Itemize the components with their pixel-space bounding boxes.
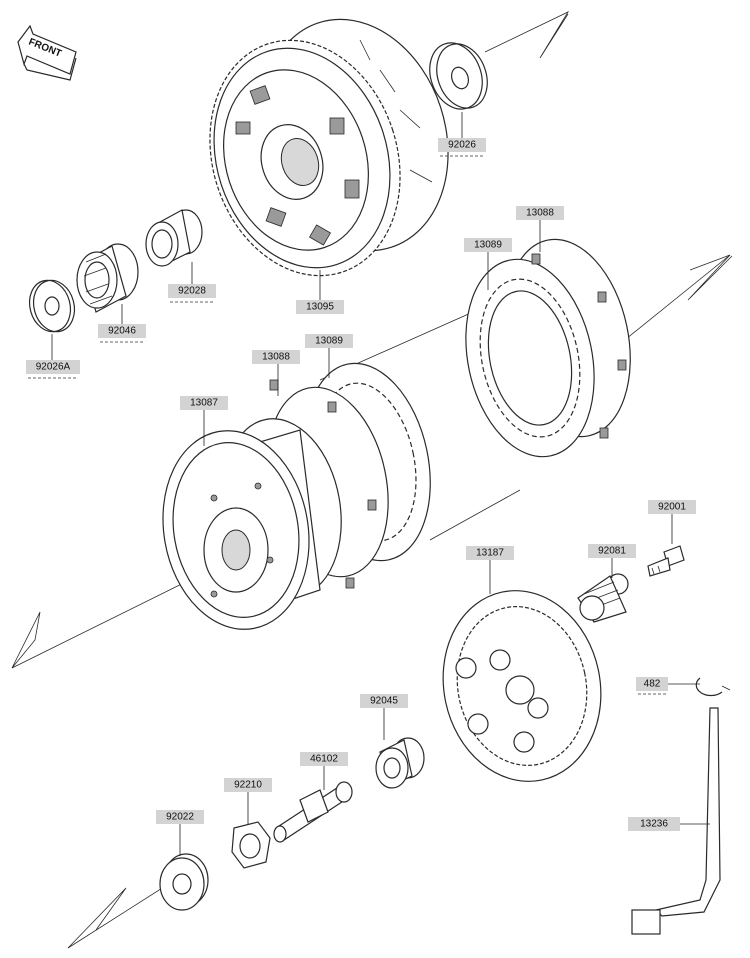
callout-label: 92210 [234,780,262,791]
washer-92026[interactable] [421,35,496,116]
pressure-plate-13187[interactable] [426,576,619,796]
clutch-housing-13095[interactable] [180,0,477,301]
callout-label: 13089 [474,240,502,251]
spring-92081[interactable] [577,573,629,623]
callout-482[interactable]: 482 [636,677,668,695]
callout-92046[interactable]: 92046 [98,324,146,343]
clutch-plates-upper[interactable] [449,228,648,469]
callout-13089-center[interactable]: 13089 [305,334,353,348]
callout-92001[interactable]: 92001 [648,500,696,514]
washer-92026A[interactable] [24,276,80,337]
callout-label: 13088 [262,352,290,363]
callout-label: 13087 [190,398,218,409]
callout-label: 92026 [448,140,476,151]
callout-label: 92046 [108,326,136,337]
bolt-92001[interactable] [647,545,685,577]
callout-label: 13187 [476,548,504,559]
callout-label: 13095 [306,302,334,313]
callout-label: 92026A [36,362,71,373]
callout-92026[interactable]: 92026 [438,138,486,157]
push-rod-46102[interactable] [273,781,353,843]
clip-482[interactable] [695,677,731,697]
callout-label: 13088 [526,208,554,219]
callout-label: 92045 [370,696,398,707]
callout-13088-center[interactable]: 13088 [252,350,300,364]
callout-46102[interactable]: 46102 [300,752,348,766]
callout-label: 46102 [310,754,338,765]
callout-92081[interactable]: 92081 [588,544,636,558]
lever-13236[interactable] [631,707,721,935]
callout-label: 92022 [166,812,194,823]
needle-bearing-92046[interactable] [76,243,139,313]
callout-label: 92081 [598,546,626,557]
bearing-92045[interactable] [375,737,425,789]
callout-13087[interactable]: 13087 [180,396,228,410]
callout-label: 13236 [640,819,668,830]
callout-13236[interactable]: 13236 [628,817,680,831]
leader-lines [51,112,710,856]
callout-92045[interactable]: 92045 [360,694,408,708]
callout-13088[interactable]: 13088 [516,206,564,220]
callout-92028[interactable]: 92028 [168,284,216,303]
callout-label: 13089 [315,336,343,347]
callout-label: 482 [644,679,661,690]
callout-92210[interactable]: 92210 [224,778,272,792]
callout-label: 92028 [178,286,206,297]
clutch-hub-13087[interactable] [148,409,355,641]
nut-92210[interactable] [231,821,271,869]
callout-92026A[interactable]: 92026A [26,360,80,379]
callout-label: 92001 [658,502,686,513]
washer-92022[interactable] [159,853,209,911]
front-arrow-icon: FRONT [17,24,77,81]
callout-13187[interactable]: 13187 [466,546,514,560]
callout-13095[interactable]: 13095 [296,300,344,314]
collar-92028[interactable] [145,209,203,267]
callout-92022[interactable]: 92022 [156,810,204,824]
callout-13089[interactable]: 13089 [464,238,512,252]
